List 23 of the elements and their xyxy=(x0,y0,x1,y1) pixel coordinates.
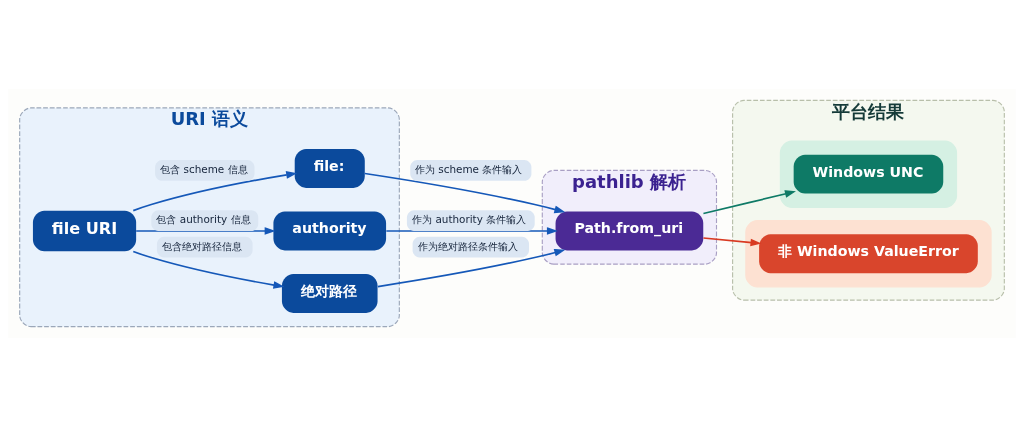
edge-label: 作为绝对路径条件输入 xyxy=(417,239,518,252)
edge-label: 作为 scheme 条件输入 xyxy=(414,163,523,176)
node-box: file: xyxy=(294,149,365,188)
node-box: authority xyxy=(273,211,387,251)
arrow xyxy=(385,227,558,235)
node-box: Windows UNC xyxy=(793,154,944,194)
arrow xyxy=(377,248,566,288)
node-box: 绝对路径 xyxy=(281,274,378,313)
cluster xyxy=(745,220,992,288)
edge-label: 作为 authority 条件输入 xyxy=(412,213,527,226)
arrow xyxy=(132,171,298,212)
edge-label: 包含 scheme 信息 xyxy=(160,163,248,176)
arrow xyxy=(702,237,762,247)
edge-label: 包含绝对路径信息 xyxy=(162,239,243,252)
arrow xyxy=(364,172,566,214)
arrow xyxy=(702,190,796,215)
node-box: file URI xyxy=(32,210,137,252)
edge-label: 包含 authority 信息 xyxy=(156,213,251,226)
node-box: 非 Windows ValueError xyxy=(759,234,978,274)
cluster xyxy=(779,140,958,208)
arrow xyxy=(135,227,276,235)
arrow xyxy=(132,250,285,289)
node-box: Path.from_uri xyxy=(555,211,704,251)
